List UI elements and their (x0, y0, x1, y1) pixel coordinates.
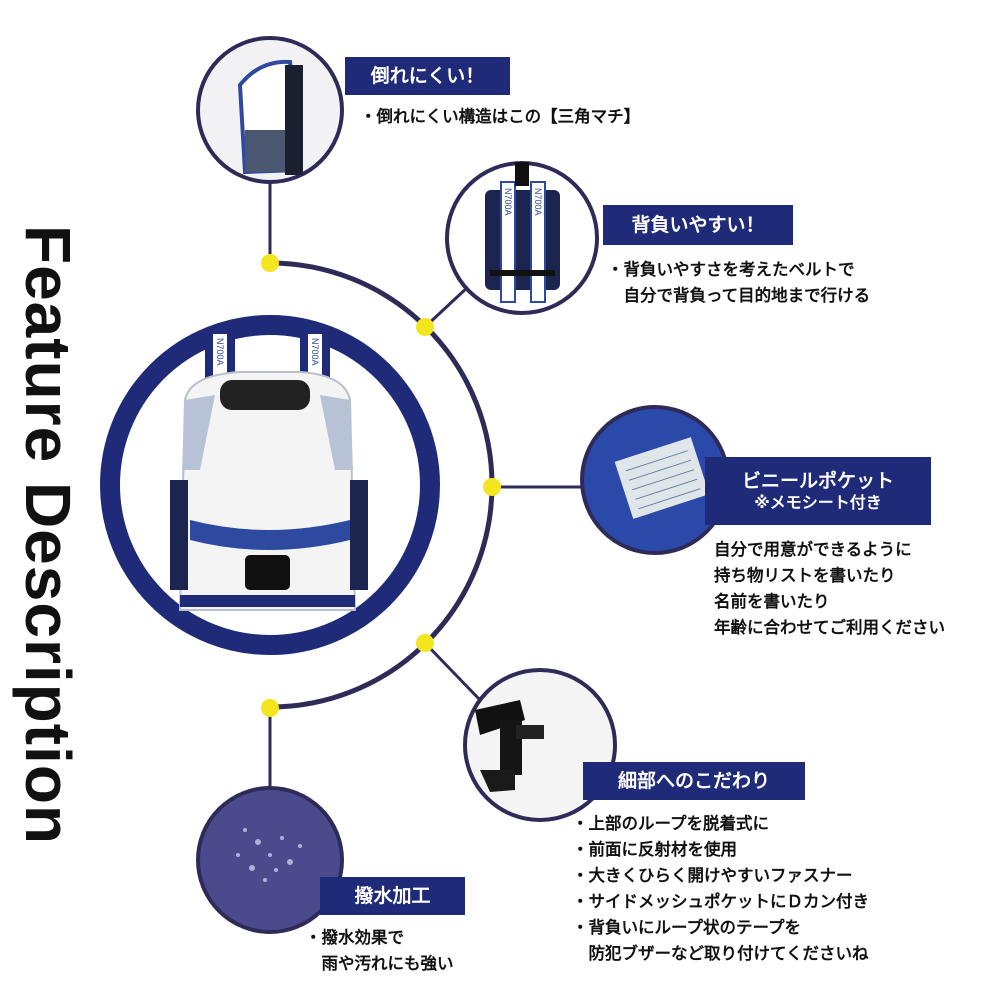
back-backpack-image: N700A N700A (485, 162, 560, 303)
feature-label-stability: 倒れにくい！ (345, 57, 510, 95)
feature-desc-pocket: 自分で用意ができるように 持ち物リストを書いたり 名前を書いたり 年齢に合わせて… (714, 537, 945, 641)
feature-label-waterproof: 撥水加工 (320, 877, 465, 915)
desc-line: ・上部のループを脱着式に (572, 814, 770, 833)
feature-label-details: 細部へのこだわり (583, 762, 805, 800)
junction-dots (261, 254, 501, 717)
feature-sublabel-text: ※メモシート付き (754, 492, 882, 512)
feature-label-text: 細部へのこだわり (617, 769, 770, 792)
desc-line: ・背負いやすさを考えたベルトで (607, 260, 855, 279)
connector-line (423, 641, 482, 702)
feature-desc-details: ・上部のループを脱着式に ・前面に反射材を使用 ・大きくひらく開けやすいファスナ… (572, 811, 869, 967)
feature-desc-stability: ・倒れにくい構造はこの【三角マチ】 (360, 104, 640, 130)
photo-circle-fabric (196, 786, 344, 934)
feature-label-text: 倒れにくい！ (370, 64, 485, 87)
junction-dot (261, 699, 279, 717)
main-strap-text-left: N700A (215, 338, 225, 366)
desc-line: 雨や汚れにも強い (305, 954, 454, 973)
feature-desc-waterproof: ・撥水効果で 雨や汚れにも強い (305, 925, 454, 977)
feature-label-text: 撥水加工 (354, 884, 431, 907)
desc-line: ・大きくひらく開けやすいファスナー (572, 866, 853, 885)
desc-line: 年齢に合わせてご利用ください (714, 618, 945, 637)
desc-line: ・前面に反射材を使用 (572, 840, 737, 859)
main-backpack-image: N700A N700A (170, 330, 368, 611)
main-strap-text-right: N700A (310, 338, 320, 366)
strap-text-right: N700A (533, 188, 543, 216)
desc-line: ・撥水効果で (305, 928, 404, 947)
memo-sheet-image (614, 437, 710, 519)
side-backpack-image (237, 59, 303, 175)
junction-dot (483, 478, 501, 496)
junction-dot (416, 634, 434, 652)
buckle-image (475, 700, 544, 792)
page-title: Feature Description (12, 224, 84, 846)
desc-line: ・サイドメッシュポケットにＤカン付き (572, 892, 869, 911)
desc-line: 自分で用意ができるように (714, 540, 912, 559)
junction-dot (261, 254, 279, 272)
feature-label-comfort: 背負いやすい！ (603, 205, 793, 245)
junction-dot (416, 318, 434, 336)
desc-line: 防犯ブザーなど取り付けてくださいね (572, 944, 869, 963)
feature-label-text: ビニールポケット (741, 470, 894, 492)
feature-label-pocket: ビニールポケット ※メモシート付き (705, 457, 931, 525)
desc-line: 持ち物リストを書いたり (714, 566, 896, 585)
desc-line: 名前を書いたり (714, 592, 830, 611)
desc-line: ・倒れにくい構造はこの【三角マチ】 (360, 107, 641, 126)
strap-text-left: N700A (503, 188, 513, 216)
water-drops-image (236, 828, 302, 882)
feature-label-text: 背負いやすい！ (631, 213, 765, 236)
desc-line: ・背負いにループ状のテープを (572, 918, 802, 937)
desc-line: 自分で背負って目的地まで行ける (607, 286, 871, 305)
connector-line (423, 283, 472, 329)
feature-desc-comfort: ・背負いやすさを考えたベルトで 自分で背負って目的地まで行ける (607, 257, 870, 309)
